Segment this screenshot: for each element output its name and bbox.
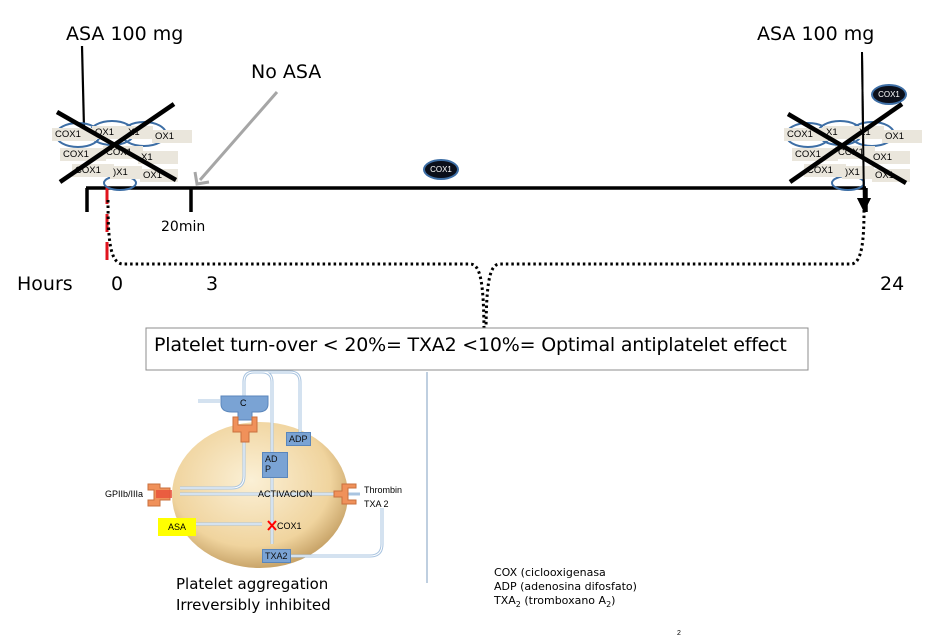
- cox-chip: X1: [125, 126, 153, 139]
- adp-outer-box: ADP: [286, 432, 311, 446]
- summary-text: Platelet turn-over < 20%= TXA2 <10%= Opt…: [154, 334, 787, 356]
- tick-label-3: 3: [206, 273, 219, 295]
- cox-chip: OX1: [872, 169, 910, 182]
- caption-line-1: Platelet aggregation: [176, 575, 329, 593]
- no-asa-arrow-line: [198, 91, 279, 181]
- cox-chip: COX1: [792, 148, 838, 161]
- cox-chip: OX1: [152, 130, 192, 143]
- right-dose-arrowhead: [857, 198, 871, 212]
- adp-inner-label-line1: AD: [265, 454, 278, 464]
- cox-chip: )X1: [842, 166, 874, 179]
- cox-chip: COX1: [52, 128, 96, 141]
- activation-label: ACTIVACION: [258, 489, 313, 499]
- cox-chip: )X1: [110, 166, 142, 179]
- adp-outer-label: ADP: [289, 434, 308, 444]
- cox-chip: COX1: [804, 164, 846, 177]
- cox-chip: X1: [138, 151, 178, 164]
- cox-chip: OX1: [870, 151, 910, 164]
- legend-line-adp: ADP (adenosina difosfato): [494, 580, 637, 593]
- inhibition-x-icon: [267, 520, 277, 531]
- cox-chip: COX1: [60, 148, 106, 161]
- dotted-brace-left: [106, 199, 486, 337]
- platelet-diagram: [147, 370, 384, 568]
- dotted-brace-right: [484, 209, 866, 337]
- txa2-outer-label: TXA 2: [364, 499, 389, 509]
- txa2-box: TXA2: [262, 549, 291, 563]
- abbreviation-legend: COX (ciclooxigenasa ADP (adenosina difos…: [494, 566, 637, 612]
- left-dose-label: ASA 100 mg: [66, 23, 184, 45]
- caption-line-2: Irreversibly inhibited: [176, 596, 331, 614]
- legend-line-txa2: TXA2 (tromboxano A2): [494, 594, 616, 610]
- cox-chip: OX1: [882, 130, 922, 143]
- cox-chip: COX1: [103, 146, 143, 159]
- cox-chip: OX1: [140, 169, 178, 182]
- tick-label-0: 0: [111, 273, 124, 295]
- cox-chip: X1: [856, 126, 884, 139]
- right-dose-label: ASA 100 mg: [757, 23, 875, 45]
- summary-box-frame: [145, 327, 809, 371]
- cox-chip: X1: [823, 126, 859, 139]
- cox-chip: COX1: [835, 146, 875, 159]
- twenty-min-label: 20min: [161, 219, 206, 235]
- gpiib-label: GPIIb/IIIa: [105, 489, 144, 499]
- stray-mark: 2: [677, 630, 681, 637]
- no-asa-arrowhead: [193, 171, 210, 186]
- cox-chip: COX1: [784, 128, 828, 141]
- thrombin-label: Thrombin: [364, 485, 403, 495]
- top-receptor-label: C: [240, 398, 247, 408]
- asa-box: ASA: [158, 518, 196, 536]
- tick-label-24: 24: [880, 273, 905, 295]
- adp-inner-label-line2: P: [265, 464, 272, 474]
- platelet-caption: Platelet aggregation Irreversibly inhibi…: [176, 574, 331, 616]
- free-cox1-oval: COX1: [423, 159, 459, 180]
- hours-axis-label: Hours: [17, 273, 73, 295]
- cox-chip: COX1: [72, 164, 114, 177]
- cox-chip: OX1: [92, 126, 128, 139]
- asa-label: ASA: [167, 522, 186, 532]
- legend-line-cox: COX (ciclooxigenasa: [494, 566, 606, 579]
- new-cox1-oval: COX1: [871, 84, 907, 105]
- txa2-box-label: TXA2: [265, 551, 288, 561]
- no-asa-label: No ASA: [251, 61, 322, 83]
- top-receptor: [232, 416, 258, 443]
- thrombin-receptor: [333, 483, 357, 505]
- left-dose-pointer: [80, 45, 86, 129]
- cox1-label: COX1: [277, 521, 302, 531]
- adp-inner-box: AD P: [262, 452, 288, 478]
